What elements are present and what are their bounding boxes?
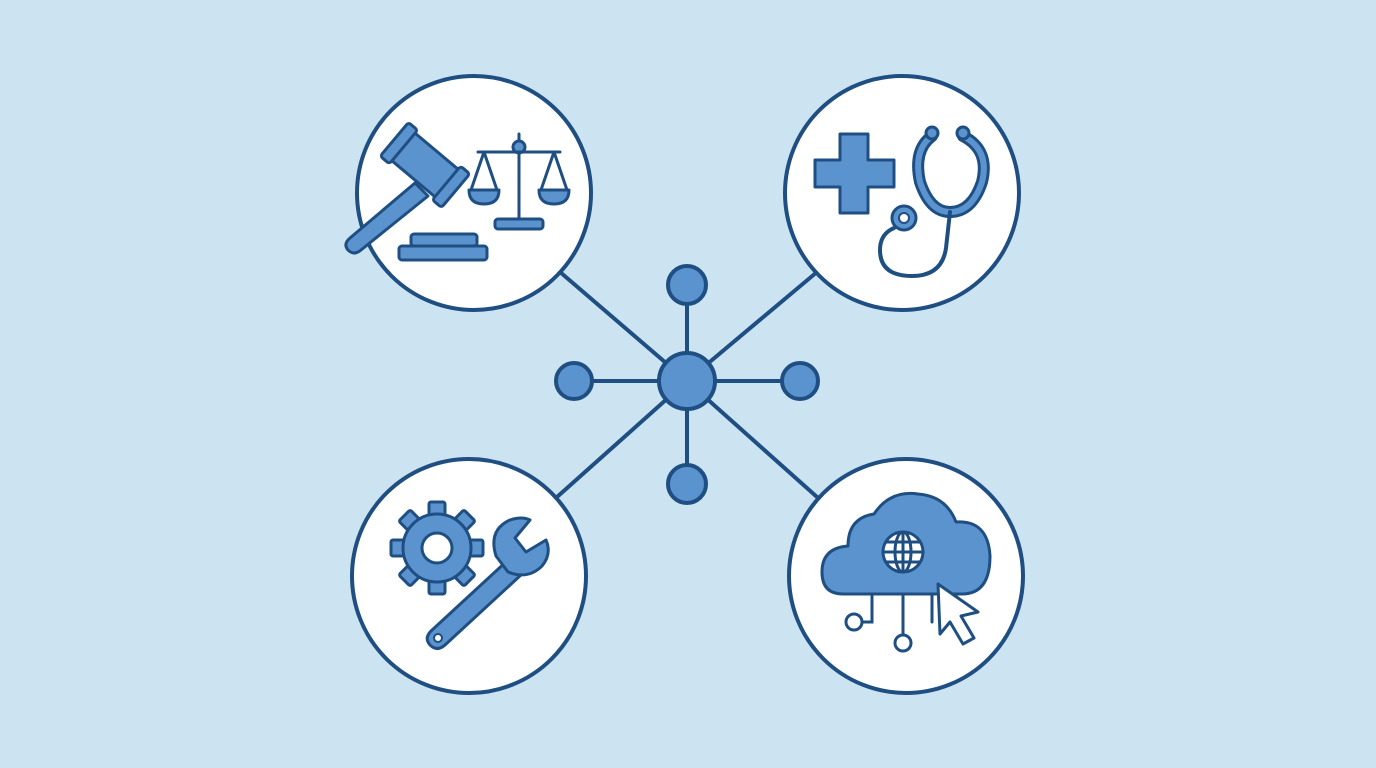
stethoscope-icon xyxy=(878,125,990,278)
network-hub xyxy=(554,264,820,505)
hub-node-bottom xyxy=(666,463,708,505)
law-domain-circle xyxy=(344,74,593,312)
cursor-icon xyxy=(936,582,980,646)
globe-icon xyxy=(881,530,925,574)
sound-block-icon xyxy=(397,232,489,262)
hub-node-top xyxy=(666,264,708,306)
engineering-domain-circle xyxy=(350,457,588,695)
web-domain-circle xyxy=(787,457,1025,695)
wrench-icon xyxy=(425,516,550,650)
gear-icon xyxy=(389,500,485,596)
scales-of-justice-icon xyxy=(467,132,571,231)
hub-node-right xyxy=(780,361,820,401)
gavel-icon xyxy=(344,122,471,255)
health-domain-circle xyxy=(783,74,1021,312)
connection-nodes-icon xyxy=(844,592,934,653)
hub-node-left xyxy=(554,361,594,401)
medical-cross-icon xyxy=(813,132,896,215)
hub-center-node xyxy=(657,351,717,411)
